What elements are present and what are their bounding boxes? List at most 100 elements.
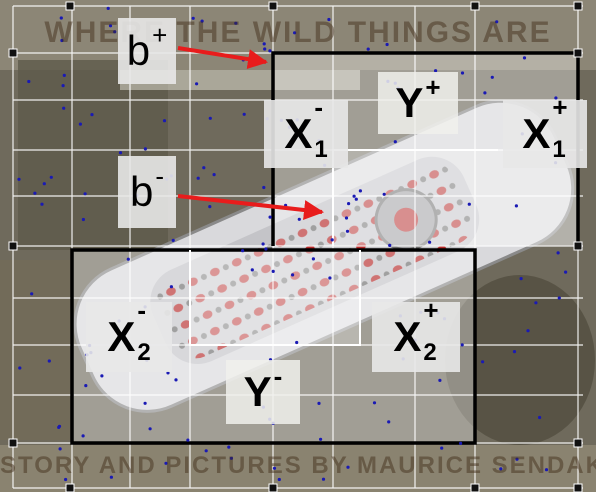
sample-point xyxy=(78,122,82,126)
sample-point xyxy=(346,465,350,469)
sample-point xyxy=(81,217,85,222)
selection-handle xyxy=(268,1,278,11)
sample-point xyxy=(171,238,175,242)
sample-point xyxy=(538,415,542,420)
label-b-minus: b- xyxy=(118,156,176,228)
sample-point xyxy=(100,374,104,378)
sample-point xyxy=(382,192,386,196)
sample-point xyxy=(366,47,370,51)
sample-point xyxy=(515,457,519,461)
sample-point xyxy=(327,17,331,22)
sample-point xyxy=(229,456,233,460)
selection-handle xyxy=(8,438,18,448)
region-b-minus-outline xyxy=(70,248,477,445)
sample-point xyxy=(90,113,94,117)
sample-point xyxy=(522,56,527,60)
sample-point xyxy=(544,468,549,472)
sample-point xyxy=(191,16,195,20)
sample-point xyxy=(352,194,356,198)
sample-point xyxy=(556,251,560,255)
selection-handle xyxy=(573,48,583,58)
sample-point xyxy=(40,202,44,206)
sample-point xyxy=(311,257,315,261)
sample-point xyxy=(109,475,113,479)
sample-point xyxy=(169,285,173,289)
sample-point xyxy=(83,192,87,196)
selection-handle xyxy=(573,438,583,448)
sample-point xyxy=(234,21,238,25)
sample-point xyxy=(108,24,113,28)
sample-point xyxy=(262,185,266,190)
sample-point xyxy=(514,204,519,208)
sample-point xyxy=(174,378,178,382)
sample-point xyxy=(499,467,503,471)
selection-handle xyxy=(8,48,18,58)
sample-point xyxy=(393,140,397,144)
arrow-b-plus xyxy=(177,46,268,70)
selection-handle xyxy=(8,241,18,251)
sample-point xyxy=(434,69,438,73)
sample-point xyxy=(42,182,46,186)
sample-point xyxy=(60,38,64,43)
label-y-minus: Y- xyxy=(226,360,300,424)
sample-point xyxy=(204,449,208,453)
sample-point xyxy=(264,247,268,251)
sample-point xyxy=(186,438,190,442)
sample-point xyxy=(291,273,295,277)
sample-point xyxy=(297,217,301,221)
sample-point xyxy=(345,229,350,233)
sample-point xyxy=(241,249,245,253)
sample-point xyxy=(47,359,51,363)
sample-point xyxy=(534,301,538,305)
sample-point xyxy=(242,112,246,116)
sample-point xyxy=(18,366,22,370)
sample-point xyxy=(106,6,110,10)
sample-point xyxy=(385,42,389,47)
photo-bottom-band xyxy=(0,445,596,492)
sample-point xyxy=(208,205,212,209)
sample-point xyxy=(272,466,277,470)
sample-point xyxy=(554,96,558,100)
sample-point xyxy=(460,71,465,75)
photo-left-edge xyxy=(0,260,70,440)
sample-point xyxy=(483,91,487,95)
sample-point xyxy=(250,268,254,272)
sample-point xyxy=(118,151,123,155)
sample-point xyxy=(319,437,323,441)
sample-point xyxy=(49,175,53,179)
sample-point xyxy=(59,16,63,20)
sample-point xyxy=(268,215,272,219)
sample-point xyxy=(268,49,272,53)
sample-point xyxy=(33,191,37,195)
sample-point xyxy=(564,270,568,274)
sample-point xyxy=(202,166,206,170)
sample-point xyxy=(143,401,147,405)
sample-point xyxy=(162,119,167,123)
banner-bottom-credit: STORY AND PICTURES BY MAURICE SENDAK xyxy=(0,452,596,479)
sample-point xyxy=(271,269,275,273)
label-x1-minus: X -1 xyxy=(264,94,348,168)
label-b-plus: b+ xyxy=(118,18,176,84)
sample-point xyxy=(113,30,117,34)
sample-point xyxy=(57,425,61,429)
arrow-b-minus xyxy=(177,194,324,220)
sample-point xyxy=(438,378,442,382)
photo-top-band xyxy=(0,0,596,70)
sample-point xyxy=(27,79,31,84)
remote-control xyxy=(73,99,575,413)
label-x2-minus: X -2 xyxy=(86,297,172,372)
sample-point xyxy=(84,384,88,388)
sample-point xyxy=(428,240,432,244)
sample-point xyxy=(481,360,485,364)
sample-point xyxy=(295,340,299,345)
sample-point xyxy=(321,477,326,481)
sample-point xyxy=(62,106,66,110)
selection-handles xyxy=(8,1,583,492)
sample-point xyxy=(81,434,85,438)
label-y-plus: Y+ xyxy=(378,72,458,134)
sample-point xyxy=(58,447,62,451)
sample-point xyxy=(64,477,68,482)
sample-point xyxy=(261,242,265,246)
